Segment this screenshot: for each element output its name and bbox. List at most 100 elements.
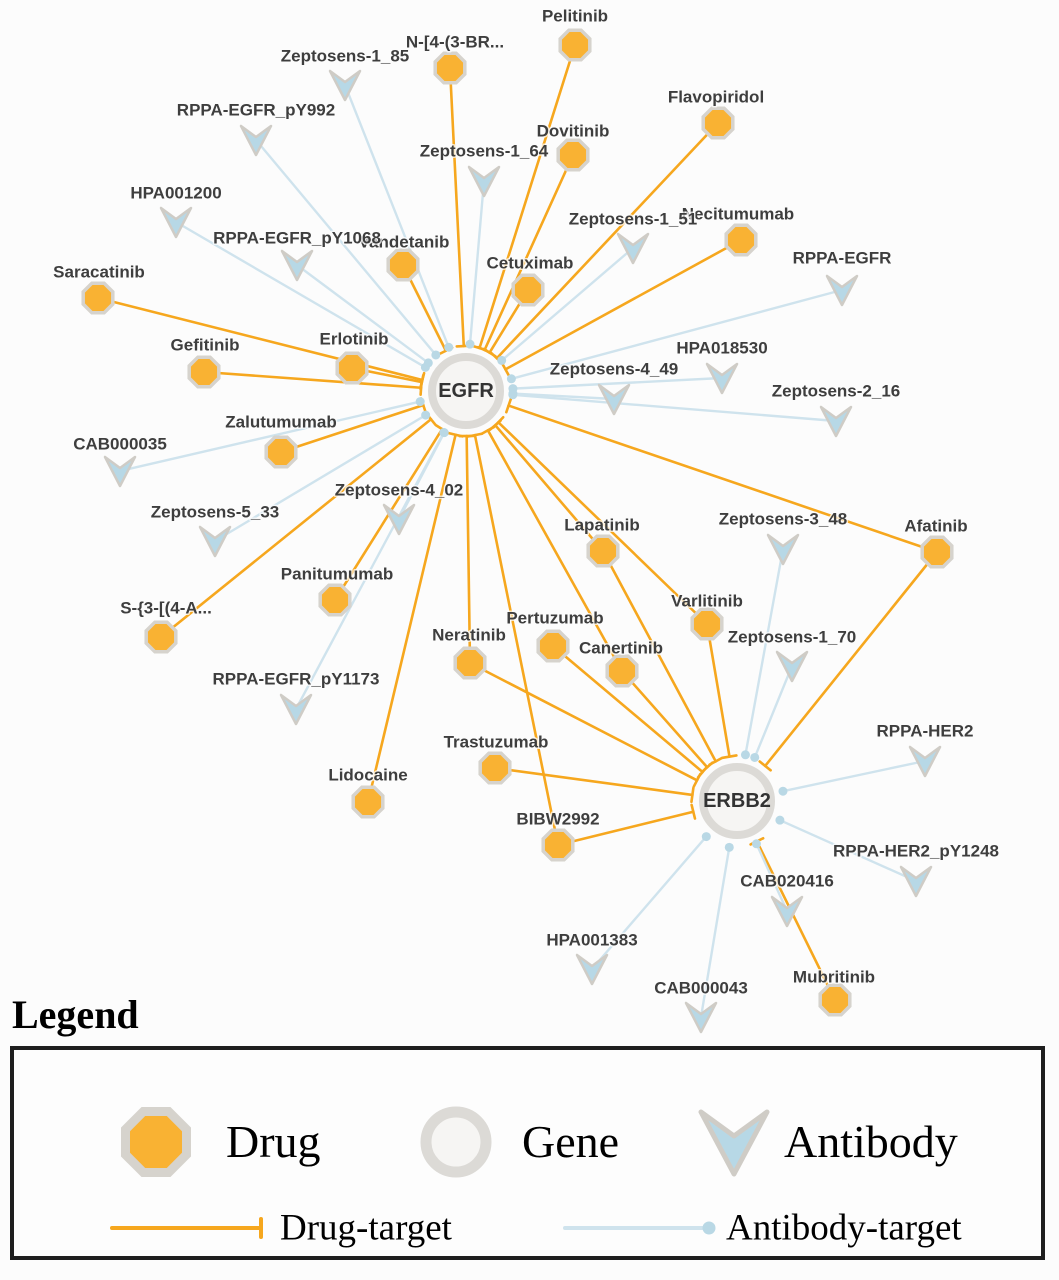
drug-target-edge-lidocaine-EGFR	[366, 433, 457, 804]
drug-target-edge-lapatinib-EGFR	[493, 423, 605, 553]
antibody-label-rppa-egfr-py1068: RPPA-EGFR_pY1068	[213, 229, 381, 248]
antibody-target-edge-zeptosens-2-16-EGFR	[511, 393, 838, 423]
gene-node-ERBB2	[699, 763, 775, 839]
drug-edge-tee	[500, 361, 511, 377]
antibody-node-rppa-egfr-py1173	[279, 693, 313, 726]
drug-node-afatinib	[920, 535, 954, 569]
gene-legend-icon	[420, 1106, 492, 1178]
drug-label-afatinib: Afatinib	[904, 517, 967, 536]
drug-target-edge-afatinib-ERBB2	[763, 550, 939, 768]
drug-label-pelitinib: Pelitinib	[542, 7, 608, 26]
drug-node-pelitinib	[558, 28, 592, 62]
drug-edge-tee	[480, 425, 496, 436]
drug-label-canertinib: Canertinib	[579, 639, 663, 658]
drug-label-saracatinib: Saracatinib	[53, 263, 145, 282]
antibody-node-zeptosens-3-48	[766, 533, 800, 566]
antibody-target-edge-rppa-egfr-py1068-EGFR	[295, 263, 430, 365]
drug-node-vandetanib	[386, 248, 420, 282]
drug-edge-tee	[690, 786, 695, 804]
drug-node-n-4-3-br	[433, 51, 467, 85]
drug-edge-tee	[692, 772, 702, 788]
drug-node-zalutumumab	[264, 435, 298, 469]
antibody-label-cab000035: CAB000035	[73, 435, 167, 454]
drug-label-zalutumumab: Zalutumumab	[225, 413, 336, 432]
antibody-node-hpa001200	[159, 206, 193, 239]
antibody-target-edge-zeptosens-4-49-EGFR	[511, 392, 616, 401]
antibody-edge-dot	[497, 355, 507, 365]
antibody-node-rppa-egfr-py992	[239, 124, 273, 157]
drug-label-neratinib: Neratinib	[432, 626, 506, 645]
antibody-target-edge-rppa-egfr-py1173-EGFR	[294, 431, 446, 711]
drug-label-trastuzumab: Trastuzumab	[444, 733, 549, 752]
antibody-target-edge-icon	[563, 1221, 716, 1235]
drug-edge-tee	[505, 397, 513, 414]
antibody-edge-dot	[421, 410, 431, 420]
drug-label-necitumumab: Necitumumab	[682, 205, 794, 224]
antibody-edge-dot	[724, 842, 734, 852]
antibody-label-hpa001383: HPA001383	[546, 931, 637, 950]
antibody-node-zeptosens-1-70	[775, 650, 809, 683]
drug-label-lidocaine: Lidocaine	[328, 766, 407, 785]
antibody-label-zeptosens-2-16: Zeptosens-2_16	[772, 382, 901, 401]
antibody-node-cab000043	[684, 1001, 718, 1034]
drug-edge-tee	[758, 760, 772, 772]
drug-node-erlotinib	[335, 351, 369, 385]
antibody-target-edge-zeptosens-1-51-EGFR	[500, 246, 635, 362]
drug-target-edge-varlitinib-ERBB2	[705, 622, 731, 758]
drug-edge-tee	[466, 432, 484, 438]
drug-label-vandetanib: Vandetanib	[359, 233, 450, 252]
antibody-node-zeptosens-5-33	[198, 525, 232, 558]
antibody-node-zeptosens-1-51	[616, 232, 650, 265]
drug-target-edge-s-3-4-a-EGFR	[159, 417, 433, 639]
antibody-node-cab000035	[103, 455, 137, 488]
antibody-label-cab000043: CAB000043	[654, 979, 748, 998]
drug-target-edge-lapatinib-ERBB2	[601, 549, 718, 763]
drug-target-edge-mubritinib-ERBB2	[755, 840, 837, 1002]
drug-node-canertinib	[605, 654, 639, 688]
antibody-label-zeptosens-1-70: Zeptosens-1_70	[728, 628, 857, 647]
legend-drug-target-label: Drug-target	[280, 1207, 452, 1249]
drug-target-edge-bibw2992-ERBB2	[556, 810, 695, 847]
antibody-target-edge-zeptosens-1-64-EGFR	[468, 179, 486, 346]
legend-antibody-target-label: Antibody-target	[726, 1207, 962, 1249]
drug-label-panitumumab: Panitumumab	[281, 565, 393, 584]
antibody-target-edge-cab000043-ERBB2	[699, 846, 731, 1019]
antibody-target-edge-zeptosens-5-33-EGFR	[213, 413, 427, 543]
drug-label-dovitinib: Dovitinib	[537, 122, 610, 141]
antibody-target-edge-hpa001383-ERBB2	[590, 835, 708, 971]
drug-target-edge-gefitinib-EGFR	[202, 370, 423, 390]
drug-label-s-3-4-a: S-{3-[(4-A...	[120, 599, 212, 618]
antibody-node-rppa-egfr-py1068	[280, 249, 314, 282]
drug-node-necitumumab	[724, 223, 758, 257]
antibody-target-edge-zeptosens-3-48-ERBB2	[744, 547, 785, 756]
drug-target-edge-pertuzumab-ERBB2	[551, 644, 704, 774]
legend-drug-label: Drug	[226, 1116, 321, 1167]
drug-label-erlotinib: Erlotinib	[320, 330, 389, 349]
drug-target-edge-necitumumab-EGFR	[504, 238, 743, 371]
antibody-node-zeptosens-4-49	[597, 383, 631, 416]
antibody-node-rppa-her2-py1248	[899, 865, 933, 898]
antibody-node-rppa-her2	[908, 745, 942, 778]
antibody-target-edge-zeptosens-1-70-ERBB2	[753, 664, 794, 759]
antibody-node-zeptosens-1-85	[328, 69, 362, 102]
antibody-label-rppa-her2: RPPA-HER2	[877, 722, 974, 741]
drug-legend-icon	[121, 1107, 191, 1177]
drug-node-panitumumab	[318, 583, 352, 617]
antibody-edge-dot	[508, 390, 518, 400]
antibody-edge-dot	[423, 358, 433, 368]
antibody-edge-dot	[444, 342, 454, 352]
edges-layer	[96, 43, 939, 1019]
antibody-node-zeptosens-2-16	[819, 405, 853, 438]
drug-target-edge-n-4-3-br-EGFR	[448, 66, 466, 348]
antibody-edge-dot	[415, 397, 425, 407]
antibody-edge-dot	[506, 374, 516, 384]
drug-target-edge-trastuzumab-ERBB2	[493, 766, 694, 797]
drug-target-edge-neratinib-ERBB2	[468, 661, 699, 782]
drug-target-edge-flavopiridol-EGFR	[495, 121, 720, 360]
gene-label-EGFR: EGFR	[438, 380, 494, 402]
antibody-label-rppa-egfr: RPPA-EGFR	[793, 249, 892, 268]
antibody-label-zeptosens-4-49: Zeptosens-4_49	[550, 360, 679, 379]
antibody-label-zeptosens-3-48: Zeptosens-3_48	[719, 510, 848, 529]
antibody-node-zeptosens-4-02	[382, 503, 416, 536]
antibody-label-hpa001200: HPA001200	[130, 184, 221, 203]
